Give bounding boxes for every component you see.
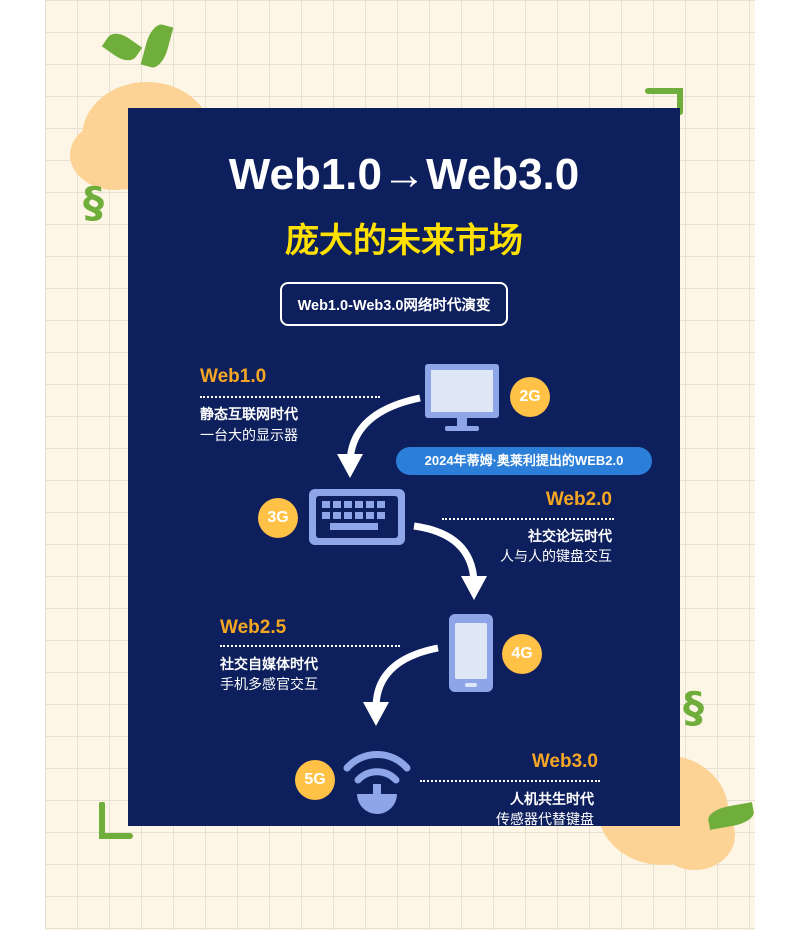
era-name-web3: 人机共生时代 <box>510 791 594 807</box>
phone-icon <box>449 614 493 692</box>
era-desc-web1: 一台大的显示器 <box>200 427 298 443</box>
era-divider <box>420 780 600 782</box>
wifi-sensor-icon <box>343 751 411 814</box>
monitor-icon <box>425 364 499 431</box>
flow-arrow-icon <box>337 394 421 478</box>
era-divider <box>200 396 380 398</box>
era-name-web1: 静态互联网时代 <box>200 406 298 422</box>
title-line-2: 庞大的未来市场 <box>285 222 523 260</box>
era-name-web25: 社交自媒体时代 <box>220 656 318 672</box>
right-margin <box>755 0 800 930</box>
era-label-web1: Web1.0 <box>200 366 267 387</box>
flow-arrow-icon <box>363 644 439 726</box>
badge-3g: 3G <box>258 498 298 538</box>
subtitle-box: Web1.0-Web3.0网络时代演变 <box>280 282 508 326</box>
callout-pill: 2024年蒂姆·奥莱利提出的WEB2.0 <box>396 447 652 475</box>
era-divider <box>442 518 614 520</box>
era-divider <box>220 645 400 647</box>
badge-5g: 5G <box>295 760 335 800</box>
era-label-web25: Web2.5 <box>220 617 287 638</box>
era-desc-web3: 传感器代替键盘 <box>496 811 594 827</box>
era-label-web2: Web2.0 <box>545 489 612 510</box>
era-desc-web25: 手机多感官交互 <box>220 676 318 692</box>
left-margin <box>0 0 45 930</box>
badge-2g: 2G <box>510 377 550 417</box>
badge-4g: 4G <box>502 634 542 674</box>
era-desc-web2: 人与人的键盘交互 <box>500 548 612 564</box>
decor-squiggle-icon: § <box>83 178 104 227</box>
decor-corner-icon <box>99 802 133 839</box>
decor-squiggle-icon: § <box>683 683 704 732</box>
flow-arrow-icon <box>413 522 487 600</box>
decor-corner-icon <box>645 88 683 115</box>
era-name-web2: 社交论坛时代 <box>528 528 612 544</box>
keyboard-icon <box>309 489 405 545</box>
main-panel: Web1.0→Web3.0 庞大的未来市场 Web1.0-Web3.0网络时代演… <box>128 108 680 827</box>
era-label-web3: Web3.0 <box>531 751 598 772</box>
title-line-1: Web1.0→Web3.0 <box>228 150 580 199</box>
